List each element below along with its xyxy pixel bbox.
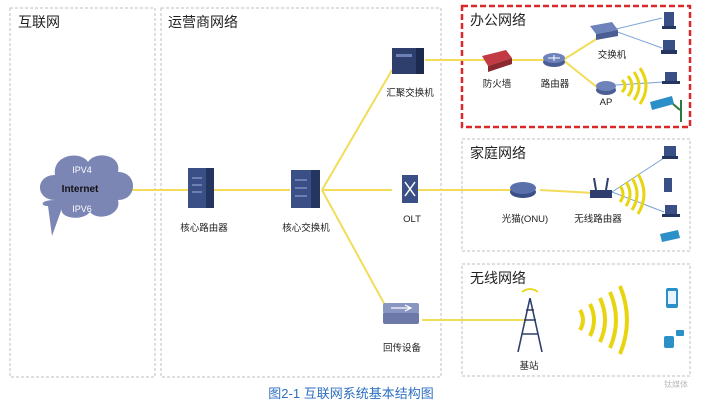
- smartwatch-icon: [664, 330, 684, 348]
- wireless-phone-icon: [666, 288, 678, 308]
- aggregation-switch-icon: [392, 48, 424, 74]
- label-firewall: 防火墙: [482, 79, 512, 90]
- label-core-switch: 核心交换机: [282, 223, 330, 234]
- backhaul-icon: [383, 303, 419, 324]
- switch-icon: [590, 22, 618, 40]
- cloud-label-ipv6: IPV6: [72, 204, 92, 214]
- internet-cloud: [40, 155, 133, 236]
- home-pc-icon: [662, 146, 678, 159]
- core-switch-icon: [291, 170, 320, 208]
- zone-label-office: 办公网络: [470, 12, 526, 28]
- wireless-wifi-signal-icon: [578, 285, 629, 355]
- home-phone-icon: [664, 178, 672, 192]
- figure-caption: 图2-1 互联网系统基本结构图: [268, 386, 434, 401]
- cloud-label-ipv4: IPV4: [72, 165, 92, 175]
- office-phone-icon: [662, 12, 676, 29]
- zone-carrier-box: [160, 7, 442, 378]
- label-olt: OLT: [403, 214, 421, 225]
- links: [118, 37, 599, 321]
- zone-office-box: [460, 4, 692, 129]
- ap-icon: [596, 81, 616, 95]
- office-pc-icon: [661, 40, 677, 54]
- zone-label-internet: 互联网: [18, 14, 60, 30]
- label-ap: AP: [599, 97, 613, 108]
- label-switch: 交换机: [597, 50, 627, 61]
- ap-wifi-signal-icon: [620, 67, 648, 105]
- zone-label-home: 家庭网络: [470, 145, 526, 161]
- home-camera-icon: [660, 230, 680, 242]
- onu-icon: [510, 182, 536, 198]
- home-wifi-signal-icon: [618, 173, 646, 215]
- base-station-tower-icon: [517, 288, 543, 353]
- watermark: 钛媒体: [664, 380, 688, 389]
- label-onu: 光猫(ONU): [501, 214, 549, 225]
- wifi-router-icon: [590, 177, 612, 198]
- label-router: 路由器: [540, 79, 570, 90]
- zone-internet-box: [9, 7, 156, 378]
- office-laptop-icon: [662, 72, 680, 84]
- core-router-icon: [188, 168, 214, 208]
- zone-label-wireless: 无线网络: [470, 270, 526, 286]
- label-core-router: 核心路由器: [180, 223, 228, 234]
- label-backhaul: 回传设备: [382, 343, 422, 354]
- olt-icon: [402, 175, 418, 203]
- label-base-station: 基站: [519, 361, 539, 372]
- router-icon: [543, 53, 565, 67]
- label-aggregation-switch: 汇聚交换机: [386, 88, 434, 99]
- office-camera-icon: [650, 96, 682, 122]
- zone-label-carrier: 运营商网络: [168, 14, 238, 30]
- firewall-icon: [482, 50, 512, 72]
- label-wifi-router: 无线路由器: [574, 214, 622, 225]
- home-laptop-icon: [662, 205, 680, 217]
- cloud-label-internet: Internet: [61, 184, 99, 195]
